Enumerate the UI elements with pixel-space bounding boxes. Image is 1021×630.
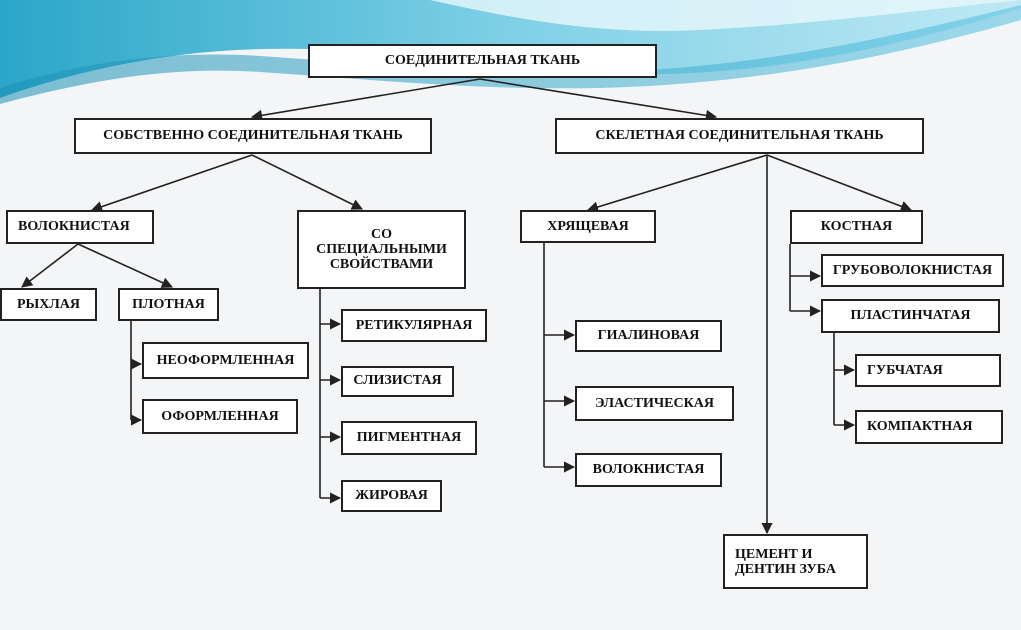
node-elastic: ЭЛАСТИЧЕСКАЯ: [575, 386, 734, 421]
node-formed: ОФОРМЛЕННАЯ: [142, 399, 298, 434]
node-special-properties: СО СПЕЦИАЛЬНЫМИ СВОЙСТВАМИ: [297, 210, 466, 289]
node-spongy: ГУБЧАТАЯ: [855, 354, 1001, 387]
node-coarse-fibered: ГРУБОВОЛОКНИСТАЯ: [821, 254, 1004, 287]
node-compact: КОМПАКТНАЯ: [855, 410, 1003, 444]
node-pigment: ПИГМЕНТНАЯ: [341, 421, 477, 455]
node-root: СОЕДИНИТЕЛЬНАЯ ТКАНЬ: [308, 44, 657, 78]
node-bone: КОСТНАЯ: [790, 210, 923, 244]
node-dense: ПЛОТНАЯ: [118, 288, 219, 321]
node-adipose: ЖИРОВАЯ: [341, 480, 442, 512]
node-reticular: РЕТИКУЛЯРНАЯ: [341, 309, 487, 342]
node-cartilage: ХРЯЩЕВАЯ: [520, 210, 656, 243]
node-unformed: НЕОФОРМЛЕННАЯ: [142, 342, 309, 379]
node-hyaline: ГИАЛИНОВАЯ: [575, 320, 722, 352]
node-cartilage-fibrous: ВОЛОКНИСТАЯ: [575, 453, 722, 487]
node-tooth-cement-dentin: ЦЕМЕНТ И ДЕНТИН ЗУБА: [723, 534, 868, 589]
node-loose: РЫХЛАЯ: [0, 288, 97, 321]
node-proper-connective-tissue: СОБСТВЕННО СОЕДИНИТЕЛЬНАЯ ТКАНЬ: [74, 118, 432, 154]
node-fibrous: ВОЛОКНИСТАЯ: [6, 210, 154, 244]
header-wave-highlight: [430, 0, 1021, 31]
node-mucous: СЛИЗИСТАЯ: [341, 366, 454, 397]
node-skeletal-connective-tissue: СКЕЛЕТНАЯ СОЕДИНИТЕЛЬНАЯ ТКАНЬ: [555, 118, 924, 154]
node-lamellar: ПЛАСТИНЧАТАЯ: [821, 299, 1000, 333]
